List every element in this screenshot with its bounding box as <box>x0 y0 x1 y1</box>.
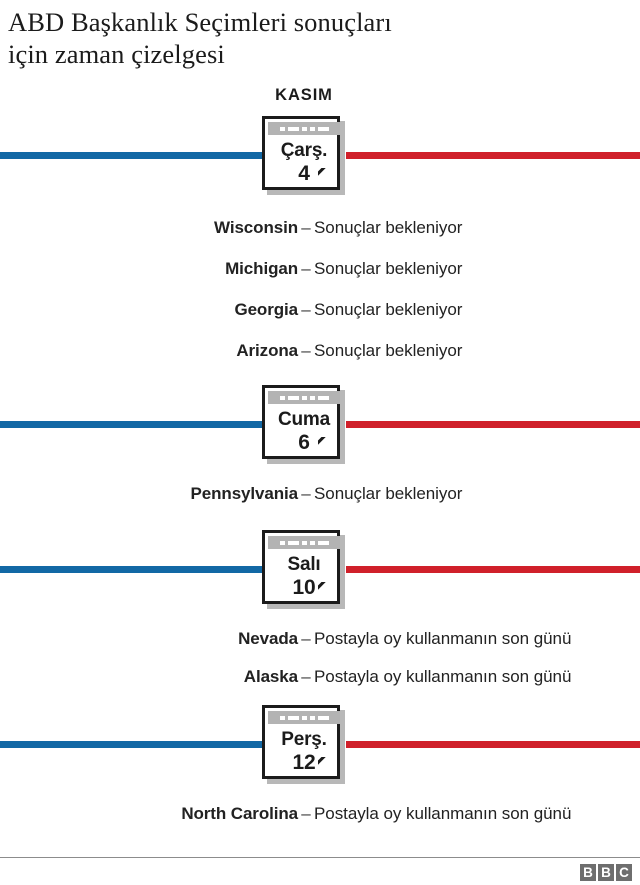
calendar-fold-line-icon <box>318 757 338 777</box>
list-item: Wisconsin – Sonuçlar bekleniyor <box>0 216 640 240</box>
entry-separator: – <box>301 218 311 237</box>
entry-description: Sonuçlar bekleniyor <box>314 341 463 360</box>
calendar-fold-line-icon <box>318 437 338 457</box>
list-item: Georgia – Sonuçlar bekleniyor <box>0 298 640 322</box>
entry-state: Pennsylvania <box>190 484 299 503</box>
calendar-icon: Çarş. 4 <box>262 116 345 195</box>
calendar-text: Cuma 6 <box>268 404 340 459</box>
calendar-text: Çarş. 4 <box>268 135 340 190</box>
entry-separator: – <box>301 484 311 503</box>
calendar-fold-line-icon <box>318 168 338 188</box>
calendar-body: Çarş. 4 <box>262 116 340 190</box>
calendar-header-bar <box>268 391 340 404</box>
timeline-rail-right <box>346 421 640 428</box>
bbc-logo: B B C <box>580 864 632 881</box>
bbc-logo-letter: B <box>580 864 596 881</box>
entry-description: Sonuçlar bekleniyor <box>314 300 463 319</box>
page-title: ABD Başkanlık Seçimleri sonuçları için z… <box>8 7 392 69</box>
list-item: Alaska – Postayla oy kullanmanın son gün… <box>0 665 640 689</box>
list-item: Michigan – Sonuçlar bekleniyor <box>0 257 640 281</box>
timeline-rail-left <box>0 741 263 748</box>
entry-description: Sonuçlar bekleniyor <box>314 484 463 503</box>
entry-separator: – <box>301 804 311 823</box>
entry-separator: – <box>301 300 311 319</box>
calendar-day-name: Cuma <box>278 408 330 430</box>
footer-divider <box>0 857 640 858</box>
entry-separator: – <box>301 341 311 360</box>
entry-state: Michigan <box>225 259 298 278</box>
calendar-icon: Perş. 12 <box>262 705 345 784</box>
entry-description: Postayla oy kullanmanın son günü <box>314 667 572 686</box>
calendar-day-name: Salı <box>287 553 321 575</box>
entry-separator: – <box>301 259 311 278</box>
calendar-header-bar <box>268 536 340 549</box>
calendar-text: Salı 10 <box>268 549 340 604</box>
timeline-row: Cuma 6 <box>0 384 640 466</box>
calendar-text: Perş. 12 <box>268 724 340 779</box>
calendar-day-name: Perş. <box>281 728 327 750</box>
entry-description: Postayla oy kullanmanın son günü <box>314 804 572 823</box>
entry-separator: – <box>301 629 311 648</box>
calendar-fold-line-icon <box>318 582 338 602</box>
list-item: Nevada – Postayla oy kullanmanın son gün… <box>0 627 640 651</box>
entry-state: Wisconsin <box>214 218 298 237</box>
calendar-day-number: 6 <box>298 430 310 454</box>
calendar-body: Perş. 12 <box>262 705 340 779</box>
entry-state: Arizona <box>236 341 298 360</box>
timeline-row: Çarş. 4 <box>0 115 640 197</box>
list-item: Arizona – Sonuçlar bekleniyor <box>0 339 640 363</box>
entry-state: North Carolina <box>181 804 298 823</box>
calendar-icon: Salı 10 <box>262 530 345 609</box>
calendar-day-number: 10 <box>292 575 316 599</box>
entry-state: Alaska <box>243 667 298 686</box>
bbc-logo-letter: C <box>616 864 632 881</box>
entry-separator: – <box>301 667 311 686</box>
list-item: North Carolina – Postayla oy kullanmanın… <box>0 802 640 826</box>
timeline-rail-left <box>0 152 263 159</box>
calendar-day-number: 4 <box>298 161 310 185</box>
timeline-rail-left <box>0 566 263 573</box>
calendar-icon: Cuma 6 <box>262 385 345 464</box>
calendar-day-number: 12 <box>292 750 316 774</box>
calendar-body: Cuma 6 <box>262 385 340 459</box>
calendar-body: Salı 10 <box>262 530 340 604</box>
entry-description: Sonuçlar bekleniyor <box>314 218 463 237</box>
list-item: Pennsylvania – Sonuçlar bekleniyor <box>0 482 640 506</box>
entry-description: Postayla oy kullanmanın son günü <box>314 629 572 648</box>
entry-state: Nevada <box>238 629 298 648</box>
month-label: KASIM <box>275 86 333 104</box>
timeline-rail-right <box>346 741 640 748</box>
timeline-rail-right <box>346 566 640 573</box>
timeline-rail-left <box>0 421 263 428</box>
calendar-header-bar <box>268 711 340 724</box>
entry-state: Georgia <box>234 300 298 319</box>
calendar-day-name: Çarş. <box>280 139 328 161</box>
timeline-row: Perş. 12 <box>0 704 640 786</box>
timeline-row: Salı 10 <box>0 529 640 611</box>
calendar-header-bar <box>268 122 340 135</box>
bbc-logo-letter: B <box>598 864 614 881</box>
entry-description: Sonuçlar bekleniyor <box>314 259 463 278</box>
timeline-rail-right <box>346 152 640 159</box>
